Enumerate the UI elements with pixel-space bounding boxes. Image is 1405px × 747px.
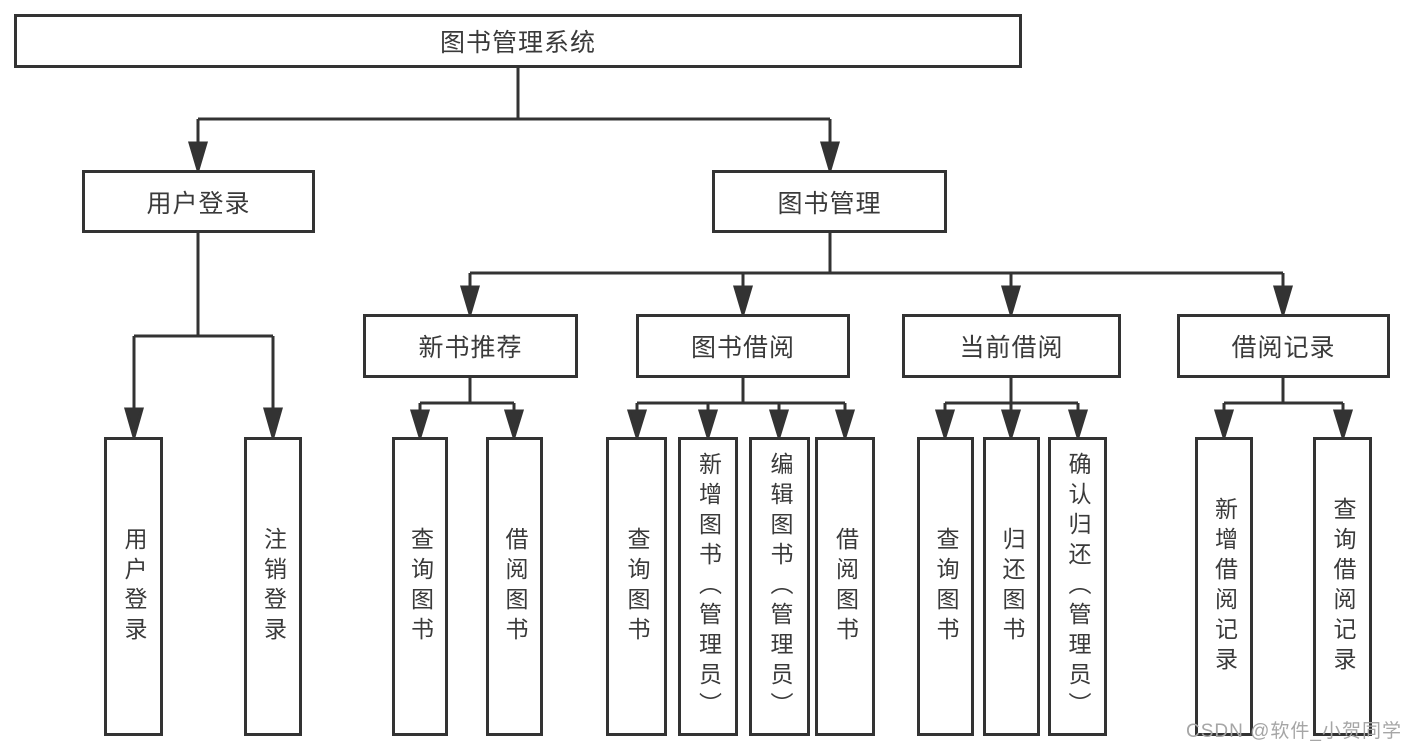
- node-borrow-books-recommend: 借阅图书: [486, 437, 543, 736]
- node-label: 注销登录: [260, 526, 287, 647]
- arrowhead-icon: [768, 409, 790, 443]
- connector-borrowing-records-to-leaves: [1213, 378, 1354, 443]
- node-add-borrowing-record: 新增借阅记录: [1195, 437, 1253, 736]
- node-confirm-return-admin: 确认归还（管理员）: [1048, 437, 1107, 736]
- node-current-borrowing: 当前借阅: [902, 314, 1121, 378]
- node-label: 借阅图书: [502, 526, 528, 647]
- csdn-watermark: CSDN @软件_小贺同学: [1186, 721, 1402, 742]
- node-logout: 注销登录: [244, 437, 302, 736]
- node-label: 新增借阅记录: [1211, 496, 1238, 677]
- node-return-books: 归还图书: [983, 437, 1040, 736]
- node-borrowing-records: 借阅记录: [1177, 314, 1390, 378]
- arrowhead-icon: [1000, 409, 1022, 443]
- node-label: 用户登录: [121, 526, 147, 647]
- arrowhead-icon: [1332, 409, 1354, 443]
- node-label: 查询借阅记录: [1330, 496, 1356, 677]
- node-label: 借阅图书: [832, 526, 859, 647]
- node-label: 查询图书: [624, 526, 650, 647]
- arrowhead-icon: [124, 407, 144, 443]
- node-label: 查询图书: [933, 526, 959, 647]
- node-label: 借阅记录: [1231, 334, 1336, 362]
- node-label: 编辑图书（管理员）: [767, 451, 793, 722]
- arrowhead-icon: [263, 407, 283, 443]
- node-label: 查询图书: [407, 526, 434, 647]
- node-user-login-leaf: 用户登录: [104, 437, 163, 736]
- arrowhead-icon: [1272, 285, 1294, 320]
- node-label: 用户登录: [146, 189, 251, 218]
- arrowhead-icon: [697, 409, 719, 443]
- node-borrow-books-borrowing: 借阅图书: [815, 437, 875, 736]
- arrowhead-icon: [834, 409, 856, 443]
- arrowhead-icon: [1067, 409, 1089, 443]
- connector-root-to-level2: [187, 68, 841, 176]
- node-label: 当前借阅: [959, 334, 1064, 362]
- node-label: 确认归还（管理员）: [1065, 451, 1091, 722]
- node-label: 新书推荐: [418, 334, 523, 362]
- node-query-books-recommend: 查询图书: [392, 437, 448, 736]
- node-edit-books-admin: 编辑图书（管理员）: [749, 437, 810, 736]
- arrowhead-icon: [503, 409, 525, 443]
- arrowhead-icon: [1213, 409, 1235, 443]
- node-label: 图书管理: [777, 189, 882, 218]
- arrowhead-icon: [1000, 285, 1022, 320]
- arrowhead-icon: [732, 285, 754, 320]
- node-add-books-admin: 新增图书（管理员）: [678, 437, 738, 736]
- node-library-management-system: 图书管理系统: [14, 14, 1022, 68]
- node-label: 图书借阅: [690, 334, 795, 362]
- node-new-book-recommend: 新书推荐: [363, 314, 578, 378]
- node-query-borrowing-record: 查询借阅记录: [1313, 437, 1372, 736]
- node-book-management: 图书管理: [712, 170, 947, 233]
- connector-current-borrowing-to-leaves: [934, 378, 1089, 443]
- connector-user-login-to-leaves: [124, 233, 283, 443]
- connector-book-management-to-level3: [459, 233, 1294, 320]
- node-user-login: 用户登录: [82, 170, 315, 233]
- node-query-books-current: 查询图书: [917, 437, 974, 736]
- connector-book-borrowing-to-leaves: [626, 378, 856, 443]
- arrowhead-icon: [626, 409, 648, 443]
- node-label: 归还图书: [999, 526, 1025, 647]
- arrowhead-icon: [187, 141, 209, 176]
- node-label: 新增图书（管理员）: [695, 451, 722, 722]
- arrowhead-icon: [459, 285, 481, 320]
- arrowhead-icon: [934, 409, 956, 443]
- arrowhead-icon: [409, 409, 431, 443]
- connector-new-book-recommend-to-leaves: [409, 378, 525, 443]
- node-label: 图书管理系统: [439, 29, 596, 57]
- node-book-borrowing: 图书借阅: [636, 314, 850, 378]
- arrowhead-icon: [819, 141, 841, 176]
- node-query-books-borrowing: 查询图书: [606, 437, 667, 736]
